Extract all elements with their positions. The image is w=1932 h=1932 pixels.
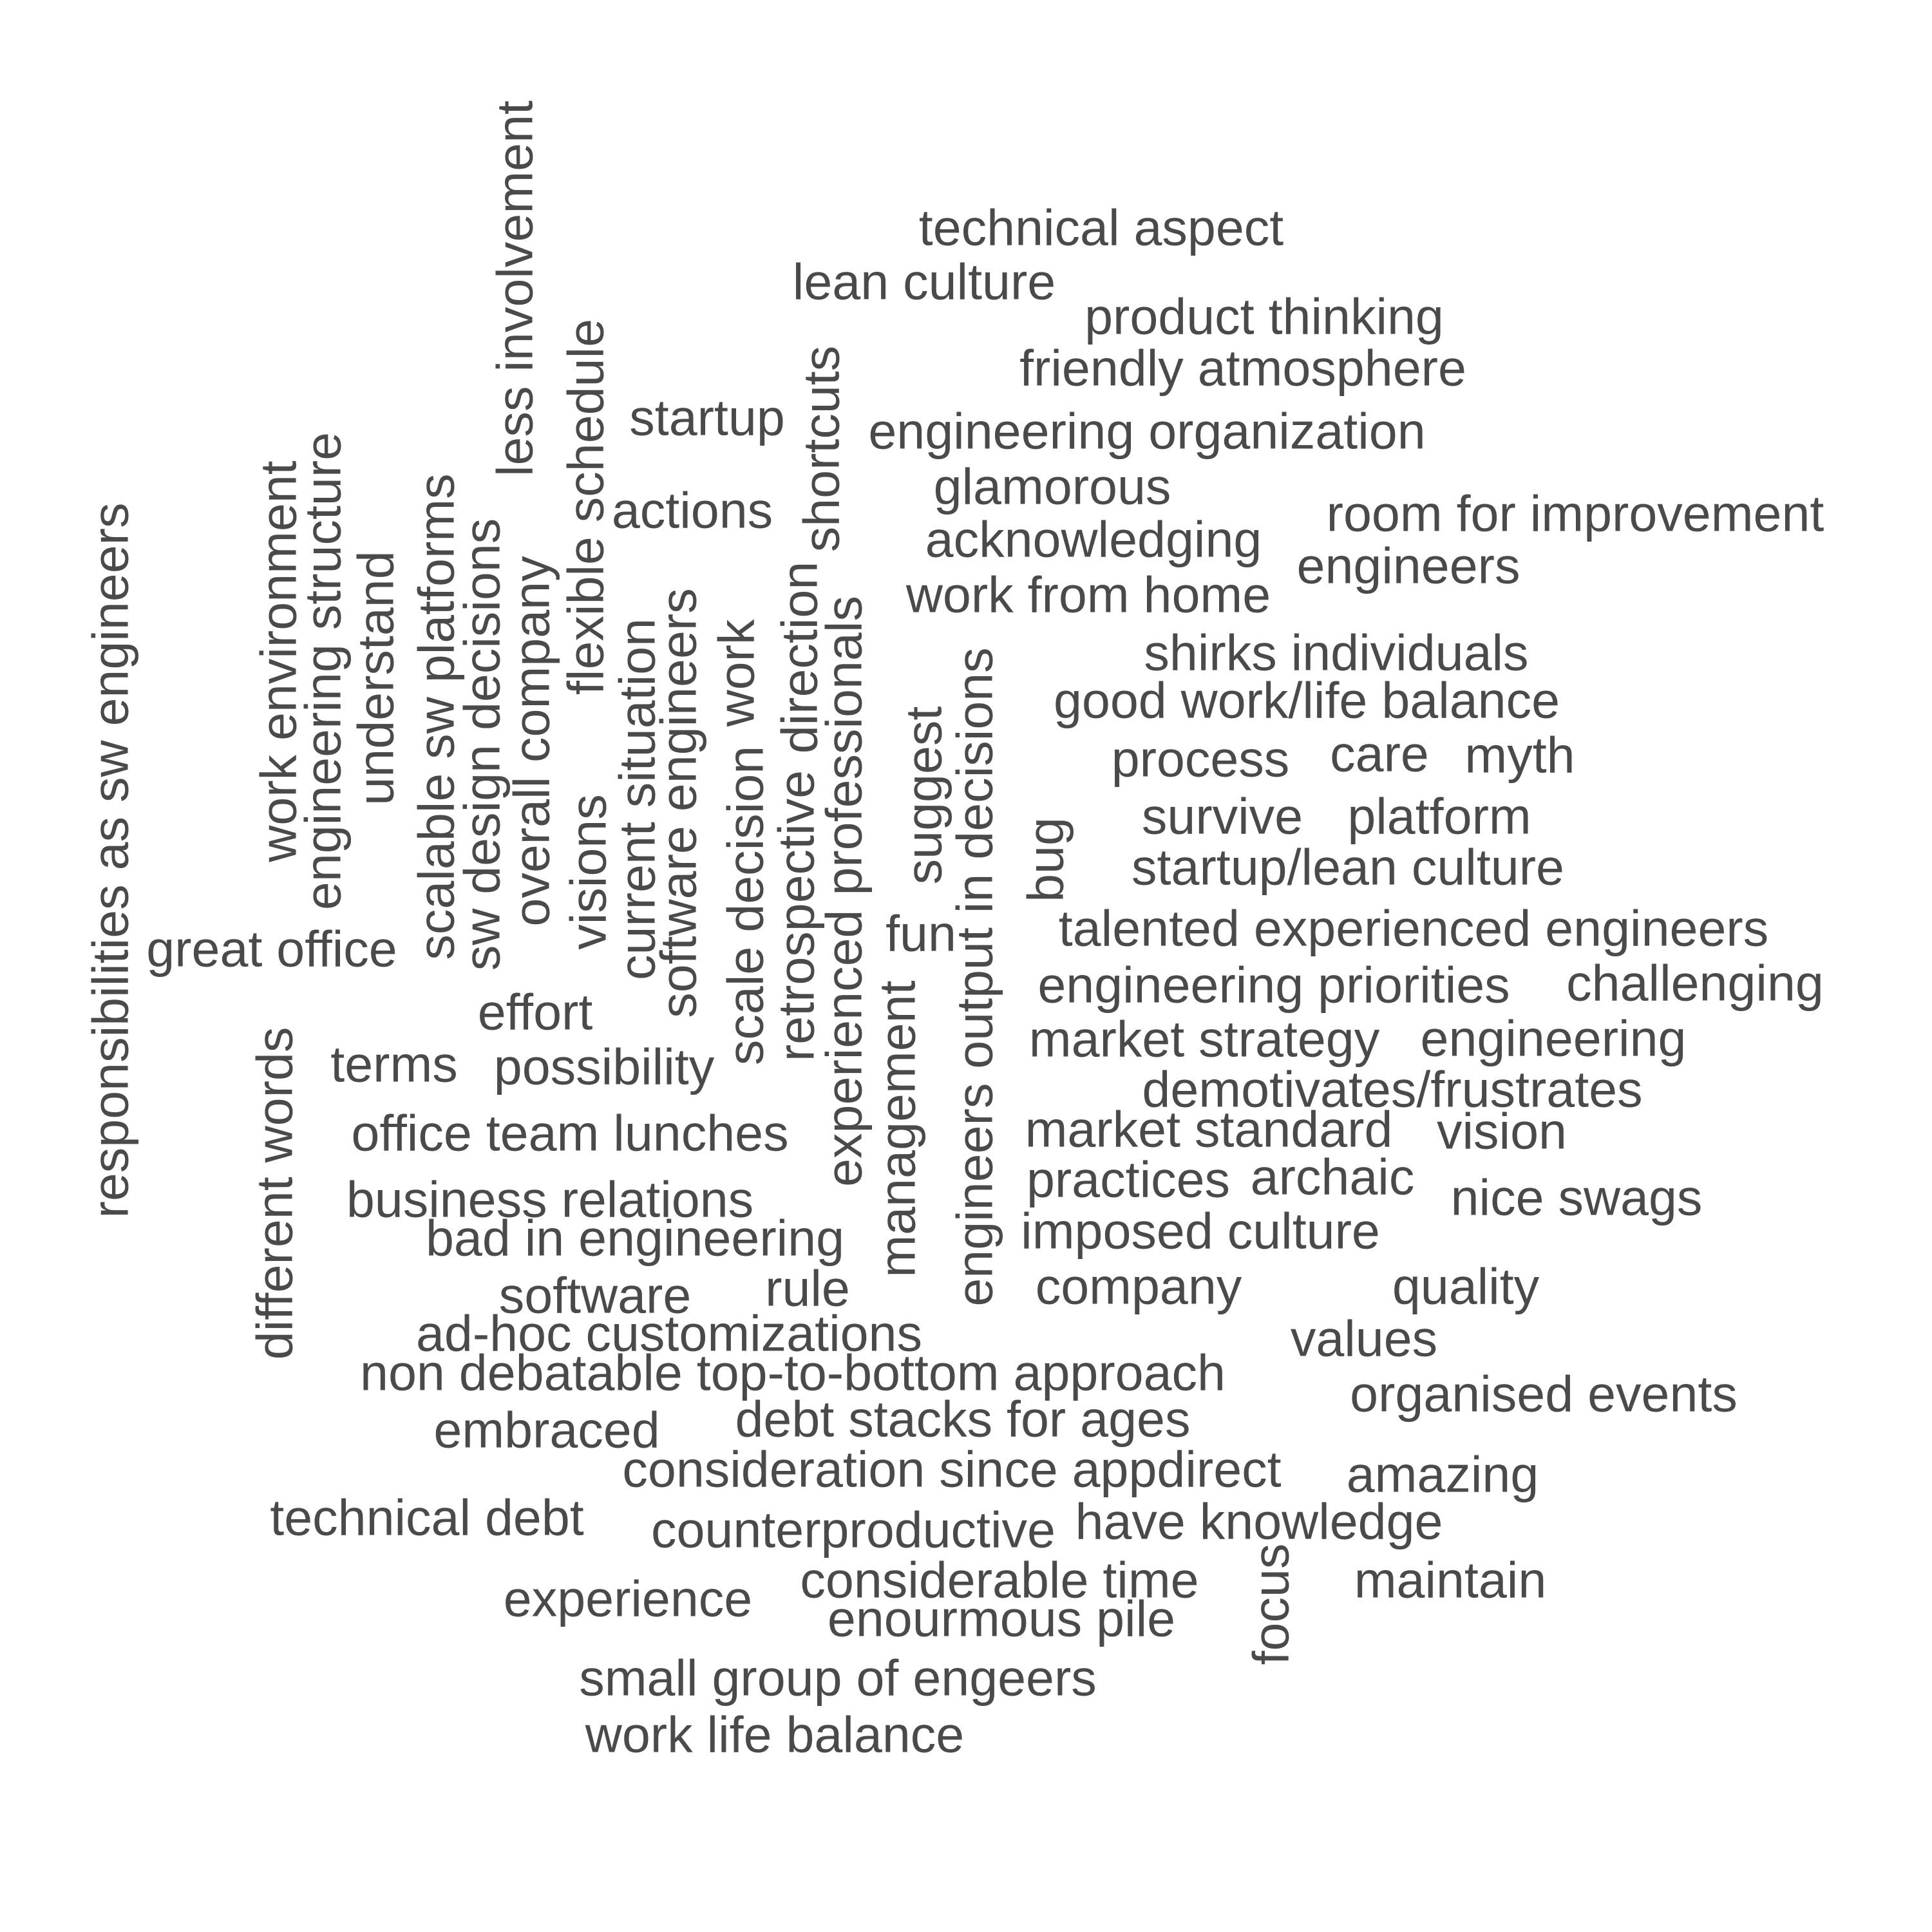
word: suggest — [895, 706, 952, 885]
word: vision — [1437, 1102, 1567, 1160]
word: possibility — [493, 1037, 715, 1095]
word: technical debt — [270, 1488, 584, 1546]
word: management — [868, 980, 926, 1278]
word: less involvement — [486, 100, 544, 477]
word: rule — [765, 1259, 850, 1317]
word: experienced professionals — [815, 596, 873, 1187]
word: glamorous — [933, 457, 1171, 515]
word: technical aspect — [918, 198, 1284, 256]
word: flexible schedule — [556, 318, 614, 696]
word: practices — [1026, 1150, 1231, 1208]
word: shirks individuals — [1144, 623, 1529, 681]
word: focus — [1242, 1543, 1300, 1665]
word: great office — [146, 920, 397, 978]
word: responsibilities as sw engineers — [81, 502, 139, 1218]
word: terms — [330, 1035, 458, 1093]
word: startup — [629, 388, 785, 446]
word: engineers output in decisions — [945, 647, 1003, 1307]
word: work — [707, 619, 765, 727]
word: software — [498, 1266, 692, 1324]
word: overall company — [502, 556, 560, 927]
word: visions — [559, 794, 617, 950]
word: good work/life balance — [1053, 671, 1560, 729]
word: myth — [1464, 726, 1575, 784]
word: engineering — [1420, 1009, 1687, 1067]
word: shortcuts — [792, 345, 850, 553]
word: understand — [346, 551, 404, 806]
word: software engineers — [649, 588, 707, 1018]
word: counterproductive — [651, 1501, 1056, 1558]
word: retrospective — [767, 770, 825, 1062]
word: small group of engeers — [579, 1649, 1097, 1707]
word: care — [1330, 724, 1429, 782]
word: friendly atmosphere — [1019, 339, 1466, 397]
word: embraced — [433, 1401, 660, 1459]
word: archaic — [1250, 1148, 1415, 1206]
word: product thinking — [1084, 287, 1444, 345]
word: have knowledge — [1075, 1492, 1443, 1550]
word: startup/lean culture — [1132, 838, 1564, 896]
word: consideration since appdirect — [622, 1440, 1282, 1498]
word: engineering structure — [294, 431, 352, 911]
word: imposed culture — [1021, 1202, 1380, 1260]
word: non debatable top-to-bottom approach — [360, 1343, 1226, 1401]
word: office team lunches — [351, 1104, 789, 1162]
word: amazing — [1346, 1445, 1539, 1503]
word: company — [1035, 1257, 1242, 1315]
word: organised events — [1350, 1365, 1738, 1423]
word: nice swags — [1450, 1168, 1703, 1226]
word: market standard — [1025, 1100, 1393, 1158]
word: talented experienced engineers — [1058, 899, 1769, 957]
word: fun — [886, 904, 956, 962]
word: room for improvement — [1326, 484, 1824, 542]
word: enourmous pile — [827, 1589, 1176, 1647]
word: process — [1111, 730, 1290, 788]
word: platform — [1347, 787, 1531, 845]
word: effort — [477, 983, 593, 1041]
word: maintain — [1354, 1551, 1547, 1609]
word: engineering priorities — [1037, 956, 1510, 1014]
word: scale decision — [716, 745, 774, 1066]
word: market strategy — [1028, 1010, 1380, 1068]
word: values — [1290, 1309, 1438, 1367]
word: acknowledging — [925, 510, 1262, 568]
word: engineers — [1296, 536, 1520, 594]
word: work life balance — [585, 1705, 965, 1763]
word: sw design decisions — [453, 518, 511, 971]
word: bug — [1016, 817, 1074, 902]
word: quality — [1392, 1257, 1540, 1315]
word: experience — [503, 1569, 753, 1627]
word: debt stacks for ages — [735, 1390, 1191, 1448]
word: considerable time — [800, 1551, 1199, 1609]
word: engineering organization — [868, 402, 1426, 460]
word: ad-hoc customizations — [416, 1304, 922, 1362]
word: business relations — [346, 1170, 754, 1228]
word: survive — [1141, 787, 1303, 845]
word: work from home — [905, 565, 1271, 623]
word: challenging — [1566, 954, 1824, 1012]
word: demotivates/frustrates — [1142, 1060, 1643, 1118]
word: bad in engineering — [425, 1209, 845, 1267]
word: lean culture — [792, 252, 1056, 310]
word: different words — [245, 1027, 303, 1360]
word: actions — [611, 481, 773, 539]
